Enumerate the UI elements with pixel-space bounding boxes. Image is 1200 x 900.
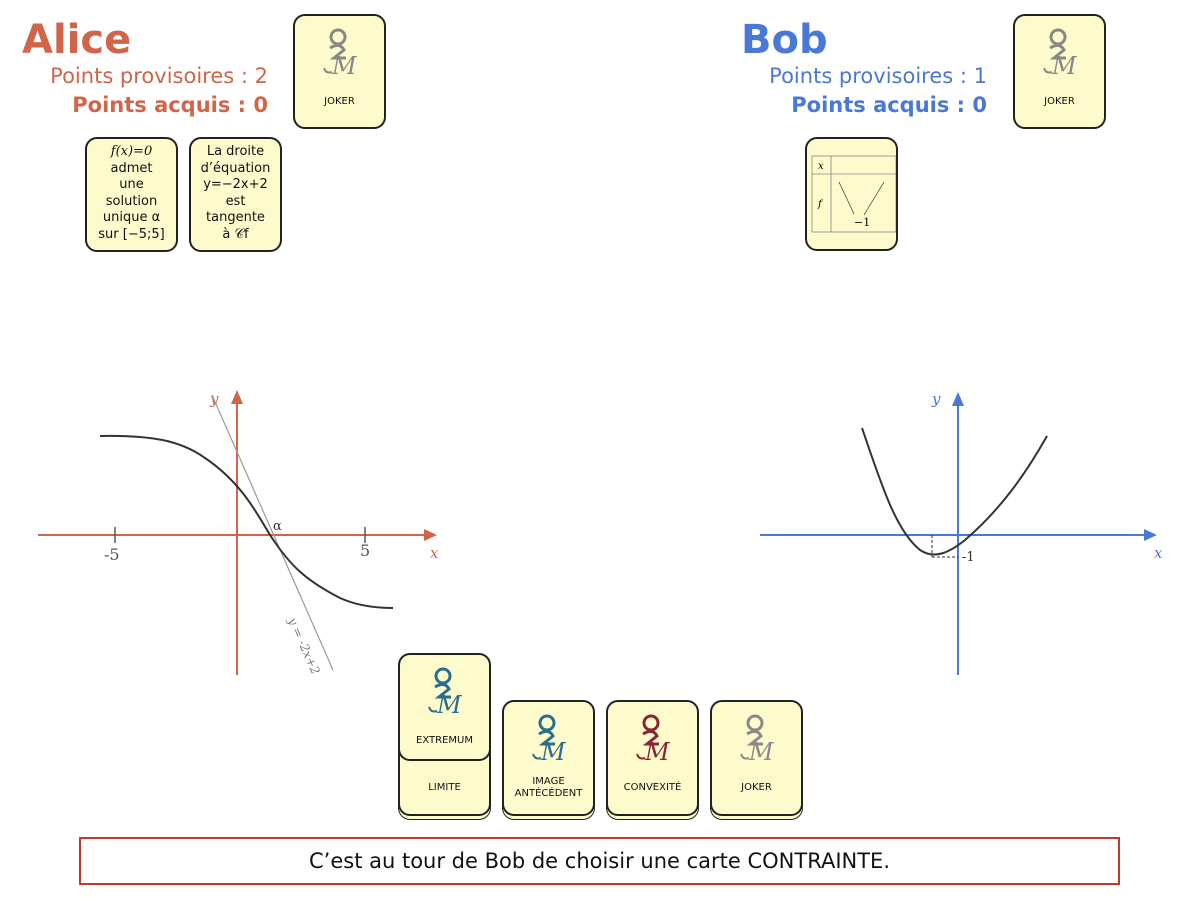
y-axis-label: y (931, 390, 941, 408)
turn-message: C’est au tour de Bob de choisir une cart… (79, 837, 1120, 885)
table-row-x: x (818, 161, 824, 172)
card-label: JOKER (1044, 96, 1075, 107)
bob-graph: x y -1 (760, 390, 1163, 675)
card-line: f(x)=0 (110, 144, 153, 159)
y-axis-arrow (952, 392, 964, 406)
bob-acquired-points: Points acquis : 0 (791, 93, 987, 117)
card-line: à 𝒞f (222, 226, 249, 242)
hand-card-joker[interactable]: JOKER (710, 700, 803, 816)
card-line: solution (105, 193, 158, 209)
hand-card-image-antecedent[interactable]: IMAGE ANTÉCÉDENT (502, 700, 595, 816)
card-line: d’équation (200, 160, 271, 176)
logo-icon (320, 28, 360, 78)
x-axis-arrow (424, 529, 437, 541)
alice-joker-card[interactable]: JOKER (293, 14, 386, 129)
card-label: IMAGE ANTÉCÉDENT (514, 776, 583, 799)
card-label: LIMITE (428, 782, 461, 793)
variation-table: x f −1 (811, 155, 896, 233)
card-line: tangente (206, 210, 265, 225)
table-row-f: f (817, 199, 824, 210)
logo-icon (425, 667, 465, 717)
alice-graph: -5 5 x y α y = -2x+2 (38, 390, 439, 677)
player-name-bob: Bob (741, 17, 828, 63)
function-curve (861, 427, 1048, 556)
x-axis-arrow (1144, 529, 1157, 541)
function-curve (99, 434, 394, 609)
alice-acquired-points: Points acquis : 0 (72, 93, 268, 117)
min-value-label: -1 (962, 550, 975, 565)
card-line: admet (110, 160, 153, 176)
bob-variation-table-card[interactable]: x f −1 (805, 137, 898, 251)
x-axis-label: x (430, 544, 439, 562)
card-line: est (225, 193, 246, 209)
hand-card-convexite[interactable]: CONVEXITÉ (606, 700, 699, 816)
alice-provisional-points: Points provisoires : 2 (50, 64, 268, 88)
alice-constraint-card-1[interactable]: f(x)=0 admet une solution unique α sur [… (85, 137, 178, 252)
card-line: une (119, 177, 144, 192)
tick-label: 5 (360, 541, 370, 560)
logo-icon (529, 714, 569, 764)
hand-card-extremum[interactable]: EXTREMUM (398, 653, 491, 761)
alice-constraint-card-2[interactable]: La droite d’équation y=−2x+2 est tangent… (189, 137, 282, 252)
player-name-alice: Alice (22, 17, 132, 63)
bob-provisional-points: Points provisoires : 1 (769, 64, 987, 88)
card-label: JOKER (324, 96, 355, 107)
card-label: JOKER (741, 782, 772, 793)
alpha-label: α (273, 519, 282, 534)
card-label: EXTREMUM (416, 735, 473, 746)
x-axis-label: x (1154, 544, 1163, 562)
logo-icon (1040, 28, 1080, 78)
card-label: CONVEXITÉ (623, 782, 682, 793)
tangent-line (211, 394, 334, 671)
logo-icon (737, 714, 777, 764)
bob-joker-card[interactable]: JOKER (1013, 14, 1106, 129)
card-line: y=−2x+2 (203, 177, 268, 192)
card-line: unique α (102, 210, 161, 225)
y-axis-arrow (231, 390, 243, 404)
logo-icon (633, 714, 673, 764)
table-min-value: −1 (854, 216, 870, 229)
tick-label: -5 (104, 545, 120, 564)
card-line: sur [−5;5] (98, 226, 165, 242)
card-line: La droite (206, 144, 265, 159)
tangent-label: y = -2x+2 (285, 615, 323, 677)
